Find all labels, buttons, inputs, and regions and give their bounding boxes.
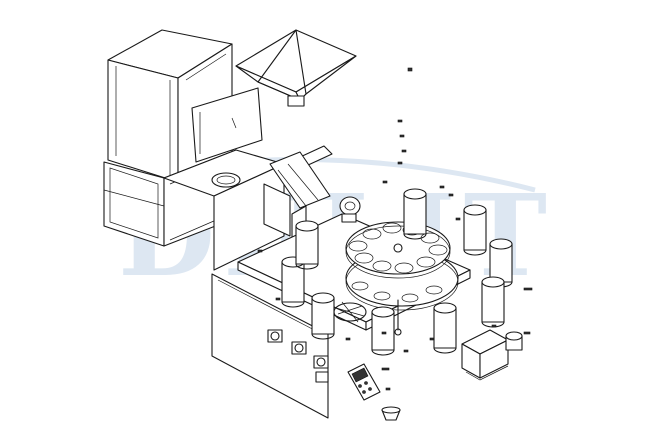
power-supply: [461, 329, 509, 381]
connector-a: [267, 329, 283, 343]
fasteners: [257, 67, 533, 391]
canister-2: [295, 220, 319, 270]
connector-d: [315, 371, 329, 383]
front-lower-panel: [211, 273, 329, 419]
canister-7: [481, 276, 505, 328]
chute-mount: [263, 183, 291, 237]
foot-cup: [381, 406, 401, 421]
front-panel: [211, 273, 329, 419]
hopper-outlet: [287, 95, 305, 107]
rotary-disk-assembly: [345, 221, 459, 336]
canister-3: [311, 292, 335, 340]
hopper-funnel: [235, 29, 357, 107]
canister-9: [371, 306, 395, 356]
canister-8: [433, 302, 457, 354]
solenoid: [505, 331, 523, 351]
inner-door-panel: [191, 87, 263, 163]
canister-5: [463, 204, 487, 256]
deck-hole: [211, 172, 241, 188]
upper-disk: [345, 221, 451, 275]
upper-box-left-panel: [107, 59, 179, 183]
canisters: [281, 188, 513, 356]
cabinet-frame: [103, 29, 285, 271]
canister-4: [403, 188, 427, 240]
control-keypad: [347, 363, 381, 401]
chute-body: [269, 151, 331, 209]
disk-pockets: [348, 222, 448, 303]
feed-chute: [263, 145, 333, 245]
connector-b: [291, 341, 307, 355]
small-motor: [339, 196, 361, 223]
connector-c: [313, 355, 329, 369]
keypad-display: [351, 367, 369, 383]
